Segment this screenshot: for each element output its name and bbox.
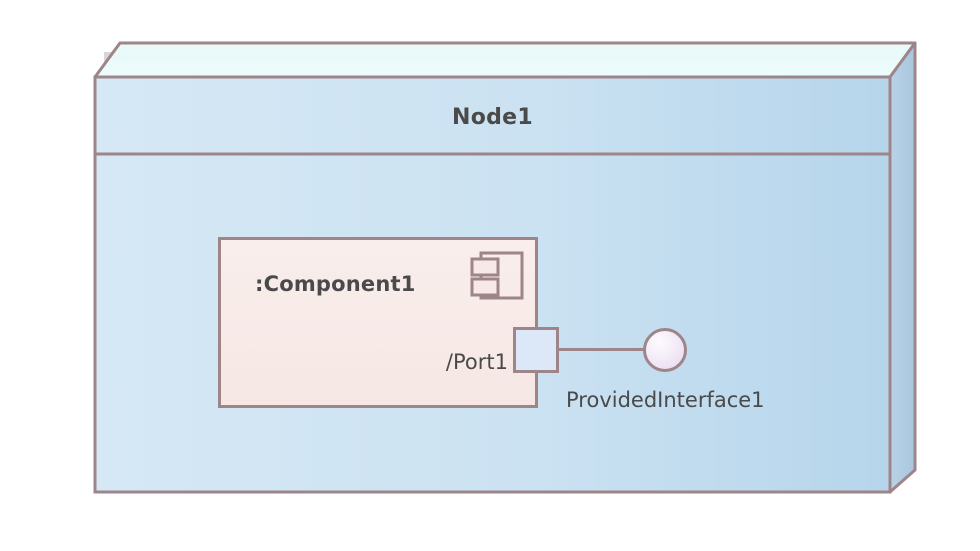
port-square-icon[interactable] (513, 327, 559, 373)
provided-interface-label: ProvidedInterface1 (566, 388, 765, 412)
uml-component-icon (470, 251, 524, 300)
node-top-face (93, 41, 917, 79)
component-name: :Component1 (255, 272, 416, 296)
provided-interface-ball-icon[interactable] (643, 328, 687, 372)
port-label: /Port1 (445, 350, 508, 374)
node-title: Node1 (451, 105, 533, 130)
node-side-face (888, 41, 917, 494)
interface-connector-line (559, 348, 645, 351)
